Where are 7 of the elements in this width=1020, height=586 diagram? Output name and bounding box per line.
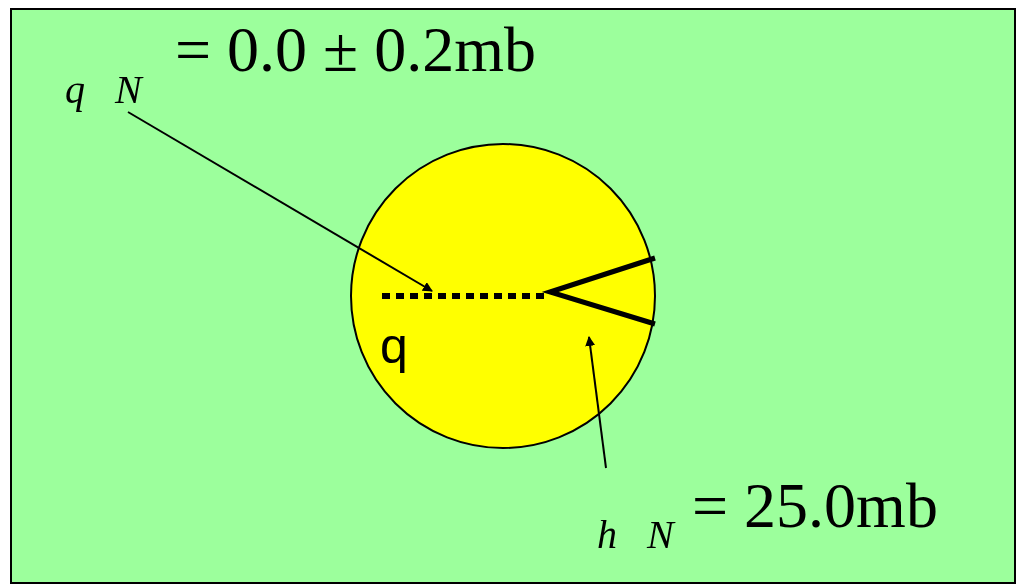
leader-arrow bbox=[585, 336, 607, 469]
subscript-label: q N bbox=[65, 70, 142, 110]
value-label: = 0.0 ± 0.2mb bbox=[175, 18, 536, 82]
quark-label: q bbox=[380, 321, 408, 371]
subscript-label: h N bbox=[597, 515, 674, 555]
leader-arrow bbox=[127, 111, 433, 292]
value-label: = 25.0mb bbox=[692, 474, 938, 538]
